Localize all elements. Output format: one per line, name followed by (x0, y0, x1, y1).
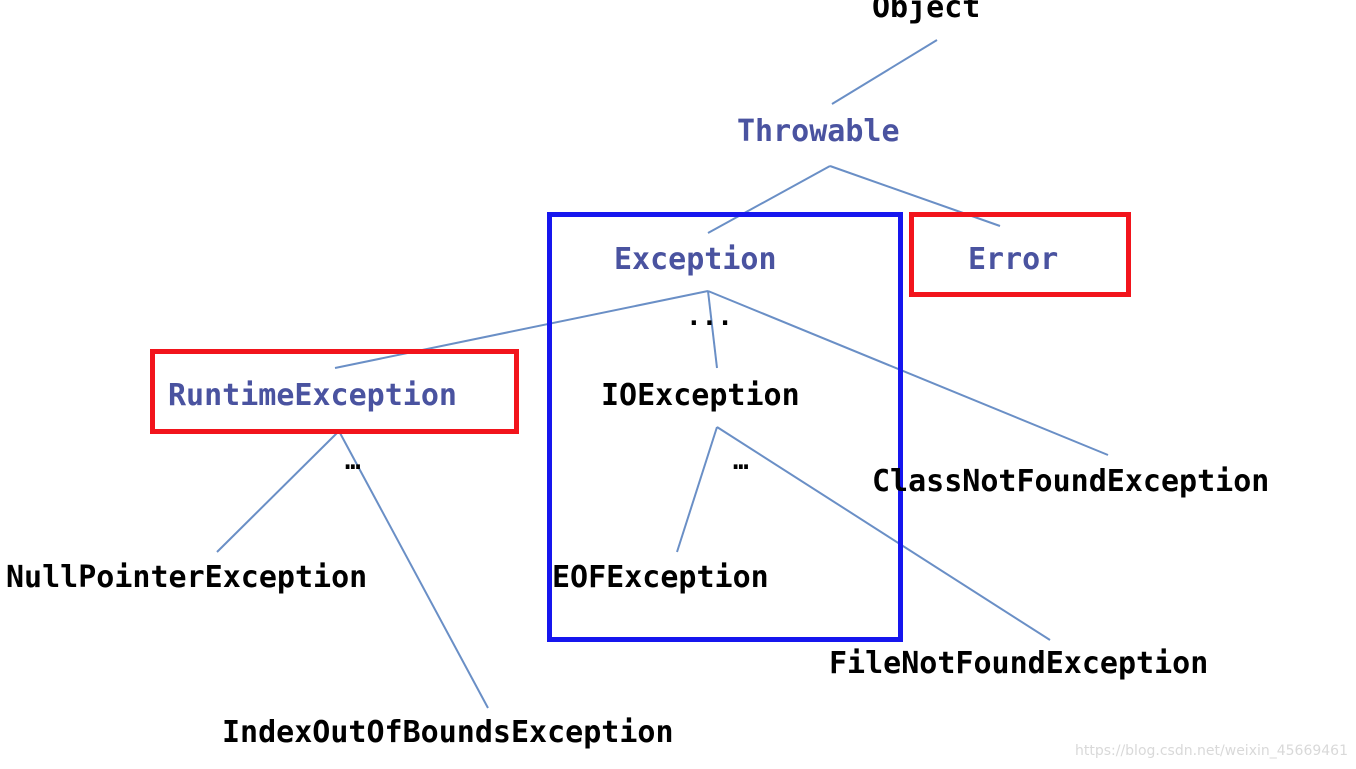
node-indexoutofboundsexception: IndexOutOfBoundsException (222, 715, 674, 750)
edge-throwable-exception (707, 165, 831, 234)
node-nullpointerexception: NullPointerException (6, 560, 368, 595)
edge-object-throwable (831, 39, 938, 105)
node-error: Error (968, 242, 1059, 277)
node-eofexception: EOFException (552, 560, 769, 595)
ellipsis-io-children: … (733, 446, 749, 476)
node-object: Object (872, 0, 981, 25)
edge-runtime-nullpointer (216, 432, 338, 553)
node-exception: Exception (614, 242, 777, 277)
ellipsis-exception-children: ... (686, 302, 733, 332)
ellipsis-runtime-children: … (345, 446, 361, 476)
node-runtimeexception: RuntimeException (168, 378, 457, 413)
error-highlight (909, 212, 1131, 297)
exception-group-highlight (547, 212, 903, 642)
node-filenotfoundexception: FileNotFoundException (829, 646, 1209, 681)
node-ioexception: IOException (601, 378, 800, 413)
runtimeexception-highlight (150, 349, 519, 434)
node-throwable: Throwable (737, 114, 900, 149)
node-classnotfoundexception: ClassNotFoundException (872, 464, 1270, 499)
edge-io-eof (676, 426, 718, 553)
edge-runtime-indexoutofbounds (339, 432, 489, 709)
edge-exception-classnotfound (707, 290, 1109, 456)
watermark: https://blog.csdn.net/weixin_45669461 (1074, 743, 1348, 759)
edge-io-filenotfound (716, 426, 1051, 641)
edge-exception-ioexception (707, 290, 718, 369)
edge-exception-runtimeexception (334, 290, 709, 369)
